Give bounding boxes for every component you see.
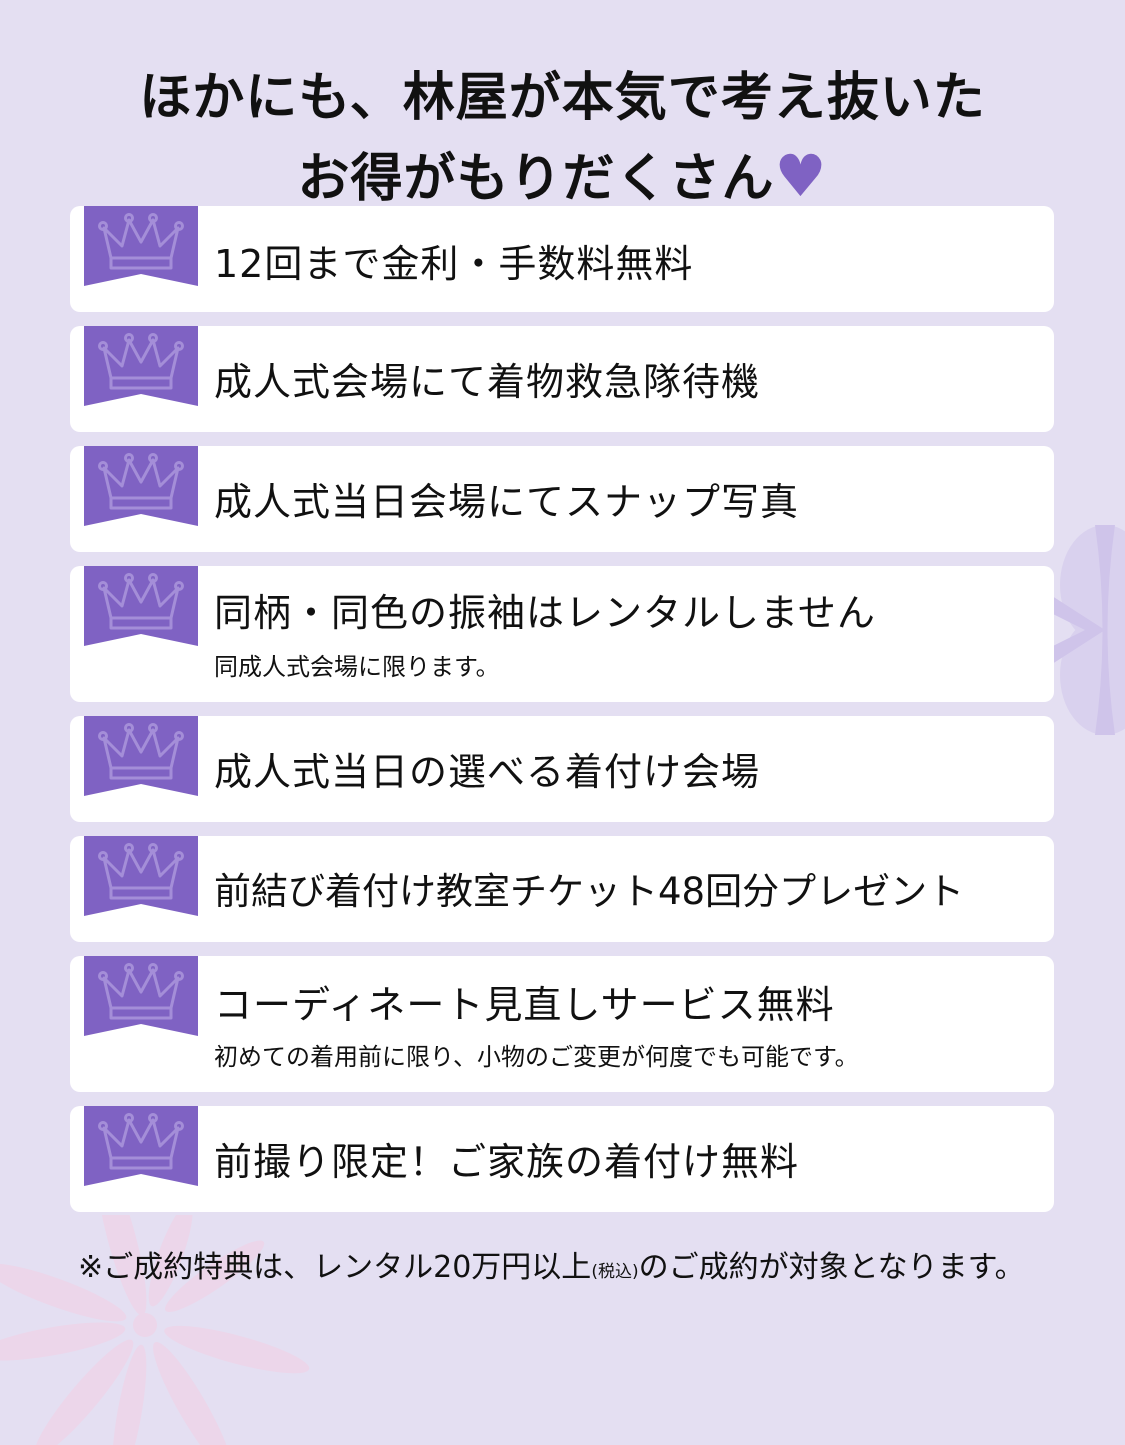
page-title: ほかにも、林屋が本気で考え抜いた お得がもりだくさん♥ [0,59,1125,218]
benefit-title: コーディネート見直しサービス無料 [214,983,835,1027]
benefit-title: 前結び着付け教室チケット48回分プレゼント [214,870,965,913]
benefit-title: 12回まで金利・手数料無料 [214,242,694,286]
benefit-card: 前撮り限定！ご家族の着付け無料 [70,1106,1054,1212]
heart-icon: ♥ [774,141,828,210]
benefit-title: 成人式当日の選べる着付け会場 [214,750,761,794]
benefit-title: 成人式当日会場にてスナップ写真 [214,480,800,524]
benefit-card: 成人式会場にて着物救急隊待機 [70,326,1054,432]
benefit-card: コーディネート見直しサービス無料 初めての着用前に限り、小物のご変更が何度でも可… [70,956,1054,1092]
crown-ribbon-icon [84,956,198,1046]
crown-ribbon-icon [84,1106,198,1196]
tax-included-label: (税込) [591,1262,639,1282]
title-line-2: お得がもりだくさん♥ [297,141,828,210]
crown-ribbon-icon [84,206,198,296]
benefit-card: 前結び着付け教室チケット48回分プレゼント [70,836,1054,942]
benefit-note: 同成人式会場に限ります。 [214,653,500,681]
benefit-note: 初めての着用前に限り、小物のご変更が何度でも可能です。 [214,1043,859,1071]
footnote: ※ご成約特典は、レンタル20万円以上(税込)のご成約が対象となります。 [78,1246,1025,1294]
benefit-title: 成人式会場にて着物救急隊待機 [214,360,761,404]
crown-ribbon-icon [84,836,198,926]
crown-ribbon-icon [84,566,198,656]
benefit-title: 前撮り限定！ご家族の着付け無料 [214,1140,800,1184]
crown-ribbon-icon [84,446,198,536]
benefit-card: 同柄・同色の振袖はレンタルしません 同成人式会場に限ります。 [70,566,1054,702]
benefit-card: 成人式当日の選べる着付け会場 [70,716,1054,822]
footnote-text: ※ご成約特典は、レンタル20万円以上 [78,1250,592,1285]
crown-ribbon-icon [84,326,198,416]
crown-ribbon-icon [84,716,198,806]
benefit-card: 12回まで金利・手数料無料 [70,206,1054,312]
benefit-title: 同柄・同色の振袖はレンタルしません [214,591,876,635]
benefit-card: 成人式当日会場にてスナップ写真 [70,446,1054,552]
title-line-1: ほかにも、林屋が本気で考え抜いた [139,66,986,128]
footnote-text-end: のご成約が対象となります。 [638,1250,1025,1285]
